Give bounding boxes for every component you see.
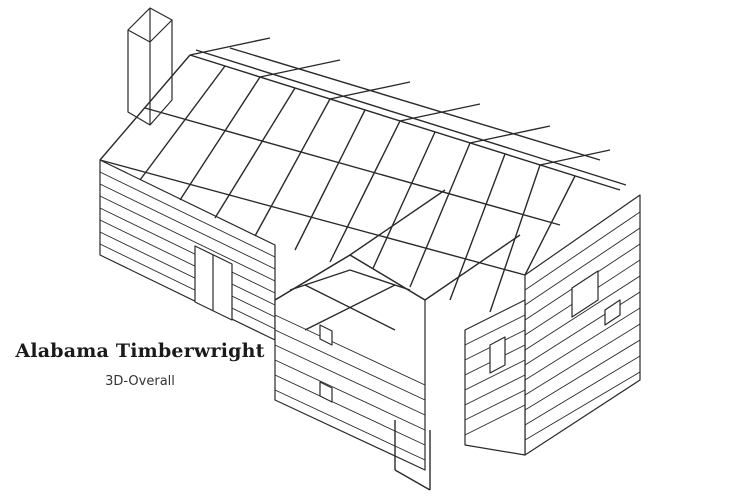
- side-window: [489, 336, 506, 374]
- wing-window-lower: [319, 381, 333, 403]
- main-gable-wall: [524, 194, 641, 456]
- wing-window-upper: [319, 324, 333, 346]
- gable-window-small: [604, 299, 621, 326]
- main-left-wall: [99, 159, 276, 341]
- view-subtitle: 3D-Overall: [105, 374, 175, 389]
- side-wing: [464, 299, 526, 456]
- caption-block: Alabama Timberwright 3D-Overall: [0, 340, 280, 389]
- chimney: [127, 7, 173, 126]
- main-roof-rafters: [99, 37, 627, 313]
- front-wing: [274, 189, 521, 491]
- gable-window: [571, 270, 599, 318]
- company-title: Alabama Timberwright: [15, 340, 265, 362]
